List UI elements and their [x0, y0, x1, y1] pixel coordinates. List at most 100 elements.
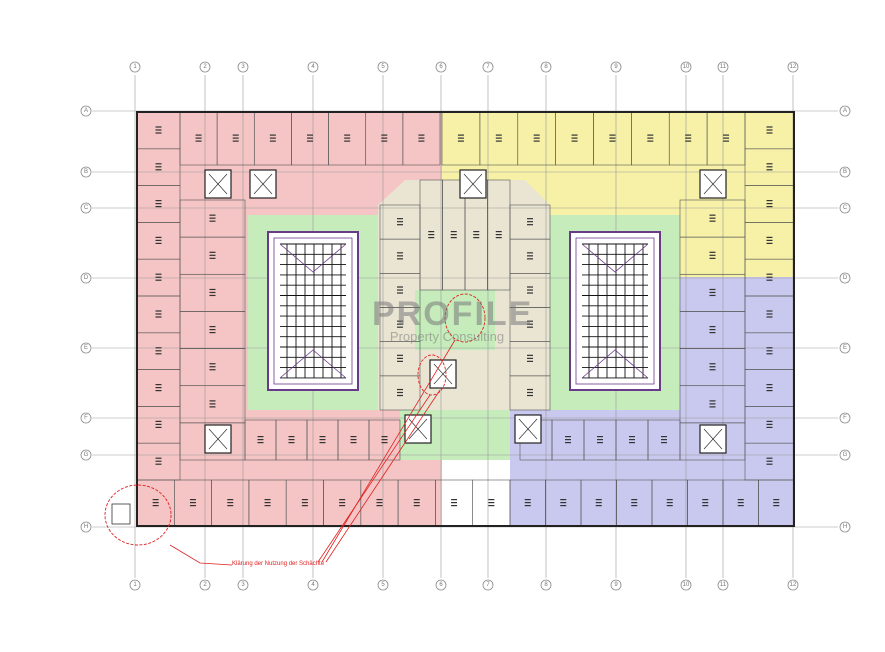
room-label: [209, 332, 216, 334]
room-label: [264, 502, 271, 504]
grid-label-col: 9: [614, 582, 618, 588]
room-label: [709, 291, 716, 294]
room-label: [209, 288, 216, 291]
grid-bubble: [680, 579, 692, 591]
room-label: [766, 347, 773, 349]
room-label: [647, 140, 654, 142]
room-label: [155, 353, 162, 355]
room-label: [397, 258, 403, 260]
grid-label-row: H: [843, 524, 847, 530]
grid-bubble: [129, 61, 141, 73]
room-label: [155, 200, 162, 202]
room-label: [766, 384, 773, 386]
grid-label-col: 10: [683, 64, 690, 70]
room-label: [766, 423, 773, 425]
room-label: [527, 292, 533, 294]
room-label: [495, 237, 502, 239]
room-label: [629, 439, 635, 441]
room-label: [527, 255, 533, 257]
room-label: [264, 505, 271, 507]
room-label: [527, 224, 533, 226]
room-label: [397, 394, 403, 397]
room-label: [397, 218, 403, 220]
grid-bubble: [80, 342, 92, 354]
room-label: [397, 354, 403, 356]
room-label: [155, 313, 162, 315]
grid-bubble: [80, 412, 92, 424]
room-label: [227, 502, 234, 504]
room-label: [155, 457, 162, 459]
room-label: [209, 400, 216, 402]
room-label: [301, 505, 308, 507]
room-label: [766, 276, 773, 278]
room-label: [524, 499, 531, 501]
room-label: [685, 140, 692, 142]
annotation-cloud: [104, 293, 486, 546]
room-label: [527, 323, 533, 325]
room-label: [560, 499, 567, 501]
room-label: [155, 420, 162, 422]
room-label: [450, 231, 457, 233]
grid-bubble: [307, 61, 319, 73]
grid-label-col: 8: [544, 582, 548, 588]
room-label: [155, 276, 162, 278]
room-label: [450, 237, 457, 239]
grid-label-col: 5: [381, 582, 385, 588]
grid-label-col: 2: [203, 64, 207, 70]
room-label: [709, 332, 716, 334]
room-label: [766, 426, 773, 428]
grid-label-col: 4: [311, 582, 315, 588]
grid-bubble: [839, 449, 851, 461]
grid-bubble: [839, 272, 851, 284]
room-label: [597, 439, 603, 441]
grid-bubble: [680, 61, 692, 73]
room-label: [155, 273, 162, 275]
room-label: [723, 137, 730, 139]
room-label: [609, 137, 616, 139]
room-label: [631, 502, 638, 504]
room-label: [709, 294, 716, 297]
room-label: [155, 279, 162, 281]
grid-label-col: 8: [544, 64, 548, 70]
room-label: [766, 460, 773, 462]
room-label: [319, 436, 326, 438]
room-label: [737, 499, 744, 501]
grid-bubble: [129, 579, 141, 591]
room-label: [773, 499, 780, 501]
room-label: [288, 442, 295, 444]
grid-bubble: [377, 579, 389, 591]
room-label: [397, 391, 403, 394]
room-label: [661, 436, 667, 438]
room-label: [155, 236, 162, 238]
room-label: [709, 257, 716, 259]
room-label: [232, 134, 239, 136]
room-label: [155, 163, 162, 165]
room-label: [766, 239, 773, 241]
room-label: [702, 502, 709, 504]
room-label: [527, 388, 533, 391]
room-label: [418, 137, 425, 139]
room-label: [766, 353, 773, 355]
room-label: [376, 505, 383, 507]
room-label: [257, 436, 264, 438]
grid-label-row: F: [843, 415, 847, 421]
grid-label-col: 10: [683, 582, 690, 588]
room-label: [209, 406, 216, 408]
room-label: [527, 252, 533, 254]
grid-bubble: [80, 202, 92, 214]
grid-bubble: [80, 449, 92, 461]
grid-label-col: 7: [486, 64, 490, 70]
room-label: [155, 166, 162, 168]
room-label: [418, 134, 425, 136]
room: [509, 375, 551, 411]
room-label: [209, 220, 216, 222]
grid-label-row: H: [84, 524, 88, 530]
room-label: [709, 366, 716, 368]
room-label: [661, 442, 667, 444]
grid-label-col: 9: [614, 64, 618, 70]
grid-bubble: [237, 579, 249, 591]
room-label: [666, 502, 673, 504]
grid-label-col: 12: [790, 64, 797, 70]
room-label: [209, 217, 216, 219]
